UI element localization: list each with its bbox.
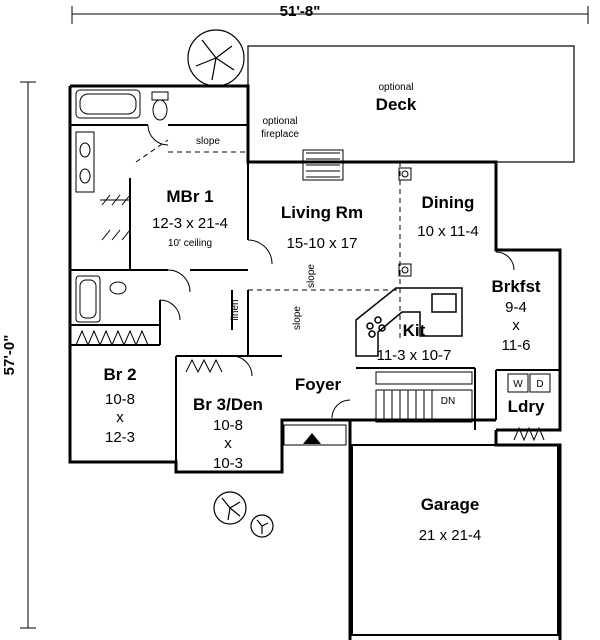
mbr-note: 10' ceiling xyxy=(168,238,212,249)
kit-size: 11-3 x 10-7 xyxy=(377,347,452,364)
fireplace-note-line1: optional xyxy=(262,116,297,127)
bathtub-icon-2 xyxy=(75,275,127,323)
living-size: 15-10 x 17 xyxy=(287,235,358,252)
closet-door-ldry xyxy=(513,426,545,442)
slope-label-a: slope xyxy=(292,306,303,330)
br2-name: Br 2 xyxy=(103,365,136,384)
garage-size: 21 x 21-4 xyxy=(419,527,482,544)
br3-x: x xyxy=(224,435,232,452)
fireplace-icon xyxy=(302,149,344,181)
interior-walls xyxy=(70,124,560,472)
slope-label-top: slope xyxy=(196,136,220,147)
depth-dimension xyxy=(20,81,36,629)
living-name: Living Rm xyxy=(281,203,363,222)
ldry-name: Ldry xyxy=(508,397,545,416)
overall-depth-label: 57'-0" xyxy=(1,335,18,376)
dining-name: Dining xyxy=(422,193,475,212)
washer-label: W xyxy=(513,379,523,390)
kit-name: Kit xyxy=(403,321,426,340)
brkfst-x: x xyxy=(512,317,520,334)
dining-size: 10 x 11-4 xyxy=(417,223,478,240)
shrub-icon xyxy=(213,491,274,538)
garage-name: Garage xyxy=(421,495,480,514)
closet-door-br3 xyxy=(185,358,223,374)
closet-rod xyxy=(100,194,131,241)
width-dimension xyxy=(71,6,589,24)
deck-label: Deck xyxy=(376,95,417,114)
vanity-icon xyxy=(75,131,95,193)
house-walls xyxy=(68,84,562,640)
closet-door-br2 xyxy=(75,329,149,347)
entry-arrow-icon xyxy=(283,424,347,446)
mbr-name: MBr 1 xyxy=(166,187,213,206)
column-icons xyxy=(398,167,412,277)
deck-note: optional xyxy=(378,82,413,93)
bathtub-icon xyxy=(75,89,141,119)
foyer-name: Foyer xyxy=(295,375,342,394)
slope-lines xyxy=(135,139,401,340)
br2-x: x xyxy=(116,409,124,426)
toilet-icon xyxy=(151,91,169,121)
door-swings xyxy=(147,124,515,419)
br3-dim2: 10-3 xyxy=(213,455,243,472)
overall-width-label: 51'-8" xyxy=(280,3,321,20)
br3-name: Br 3/Den xyxy=(193,395,263,414)
brkfst-name: Brkfst xyxy=(491,277,540,296)
br2-dim2: 12-3 xyxy=(105,429,135,446)
br2-dim1: 10-8 xyxy=(105,391,135,408)
brkfst-dim1: 9-4 xyxy=(505,299,527,316)
fireplace-note-line2: fireplace xyxy=(261,129,299,140)
garage-outline xyxy=(351,444,559,636)
kitchen-counter xyxy=(355,287,463,357)
slope-label-b: slope xyxy=(306,264,317,288)
tree-icon xyxy=(187,29,245,87)
mbr-size: 12-3 x 21-4 xyxy=(152,215,228,232)
stairs xyxy=(375,371,473,423)
br3-dim1: 10-8 xyxy=(213,417,243,434)
washer-dryer xyxy=(507,373,551,393)
dryer-label: D xyxy=(536,379,543,390)
brkfst-dim2: 11-6 xyxy=(502,337,531,354)
linen-label: linen xyxy=(230,299,241,320)
stairs-down-label: DN xyxy=(441,396,455,407)
